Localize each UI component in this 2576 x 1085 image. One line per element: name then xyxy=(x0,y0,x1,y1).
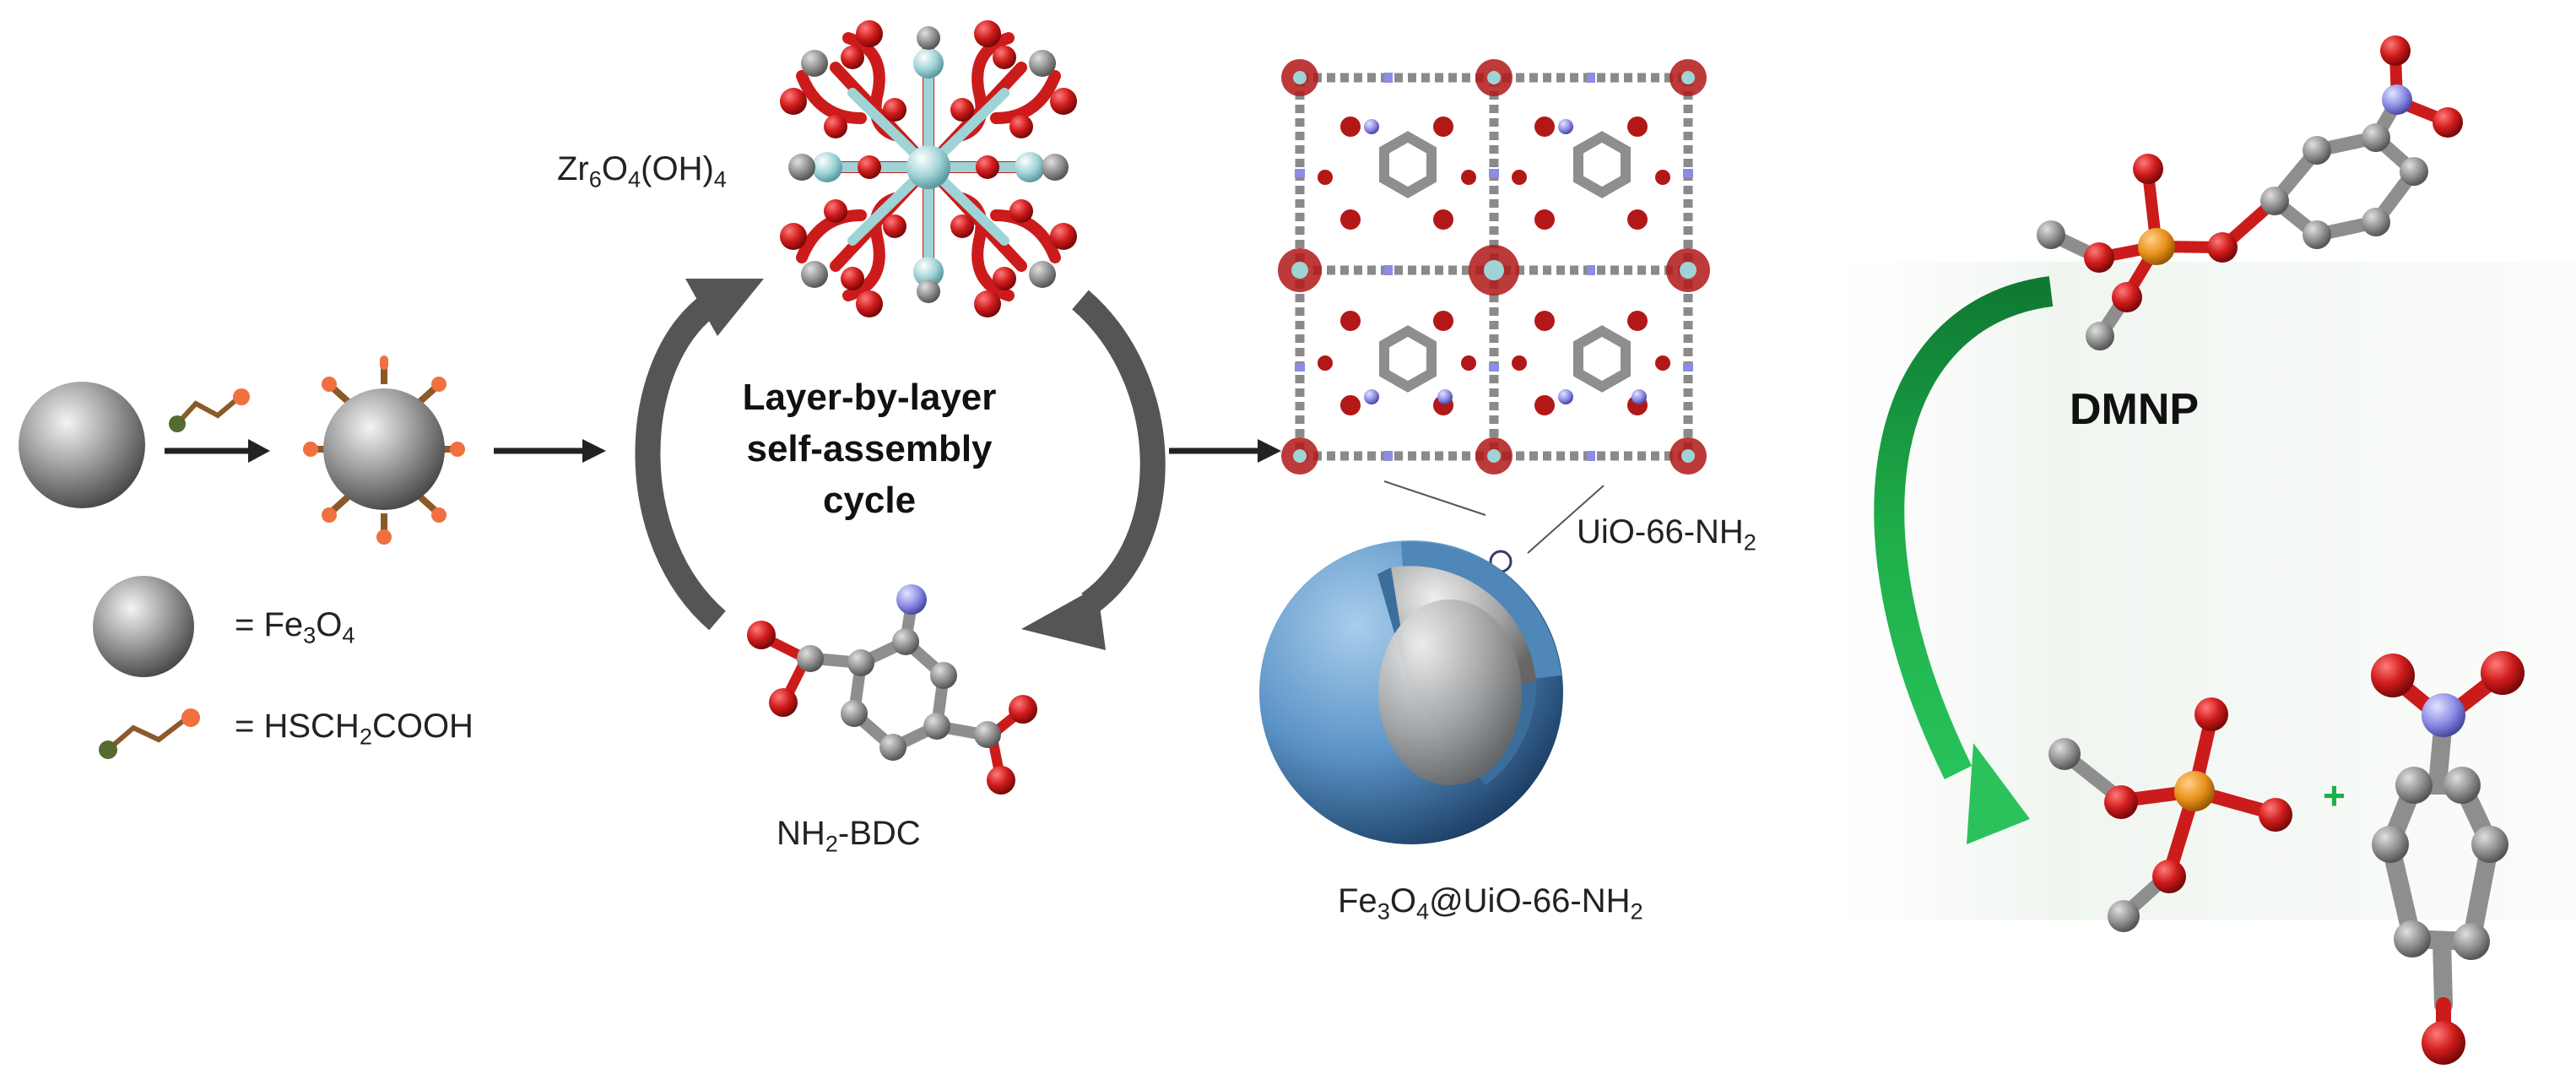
zr-cluster-label: Zr6O4(OH)4 xyxy=(557,150,727,193)
fe3o4-legend-label: = Fe3O4 xyxy=(235,606,355,649)
cycle-label-line2: self-assembly xyxy=(746,428,993,469)
cycle-arrow-up xyxy=(635,279,764,631)
o-subscript: 4 xyxy=(628,165,641,193)
o-symbol: O xyxy=(316,606,343,643)
oh-group: (OH) xyxy=(641,150,714,187)
arrow-to-framework xyxy=(1169,439,1281,463)
oh-subscript: 4 xyxy=(713,165,727,193)
linker-formula-part2: COOH xyxy=(371,708,474,745)
uio-66-nh2-framework xyxy=(1278,59,1710,475)
plus-sign: + xyxy=(2323,773,2346,817)
dmnp-molecule xyxy=(2037,35,2463,350)
fe-symbol: = Fe xyxy=(235,606,304,643)
reaction-panel-background xyxy=(1836,262,2576,920)
uio-text: @UiO-66-NH xyxy=(1429,882,1631,920)
linker-legend-label: = HSCH2COOH xyxy=(235,708,474,751)
zr-symbol: Zr xyxy=(557,150,589,187)
uio-subscript: 2 xyxy=(1743,529,1756,556)
callout-lines xyxy=(1383,480,1605,573)
uio-text: UiO-66-NH xyxy=(1577,513,1744,551)
arrow-functionalize xyxy=(165,439,270,463)
arrow-to-cycle xyxy=(494,439,606,463)
nh-subscript: 2 xyxy=(825,830,838,857)
dmnp-label: DMNP xyxy=(2070,385,2200,434)
uio-label: UiO-66-NH2 xyxy=(1577,513,1756,556)
uio-subscript: 2 xyxy=(1630,898,1643,925)
fe3o4-bare-sphere xyxy=(19,382,145,508)
cycle-arrow-down xyxy=(1021,290,1166,650)
zr-cluster-structure xyxy=(780,20,1077,317)
nh2-bdc-label: NH2-BDC xyxy=(777,815,921,858)
hydrolysis-arrow xyxy=(1874,276,2054,844)
linker-formula-part1: = HSCH xyxy=(235,708,360,745)
fe-subscript: 3 xyxy=(303,621,317,648)
legend-fe3o4-sphere xyxy=(93,576,194,677)
o-symbol: O xyxy=(1389,882,1416,920)
o-subscript: 4 xyxy=(342,621,355,648)
o-symbol: O xyxy=(601,150,629,187)
cycle-label-line3: cycle xyxy=(822,480,917,521)
dimethyl-phosphate-molecule xyxy=(2048,697,2292,932)
bdc-text: -BDC xyxy=(837,815,921,852)
cycle-label-line1: Layer-by-layer xyxy=(742,377,997,418)
cycle-label: Layer-by-layer self-assembly cycle xyxy=(692,372,1047,526)
legend-linker-molecule xyxy=(99,708,200,759)
core-shell-sphere xyxy=(1259,540,1563,844)
nh2-bdc-molecule xyxy=(747,584,1037,795)
fe-symbol: Fe xyxy=(1338,882,1377,920)
fe-subscript: 3 xyxy=(1377,898,1390,925)
nitrophenol-molecule xyxy=(2371,651,2525,1065)
fe3o4-functionalized-sphere xyxy=(303,355,465,545)
linker-molecule-small xyxy=(169,388,250,432)
composite-label: Fe3O4@UiO-66-NH2 xyxy=(1338,882,1643,925)
nh-symbol: NH xyxy=(777,815,825,852)
zr-subscript: 6 xyxy=(588,165,602,193)
linker-subscript: 2 xyxy=(359,723,372,750)
o-subscript: 4 xyxy=(1415,898,1430,925)
